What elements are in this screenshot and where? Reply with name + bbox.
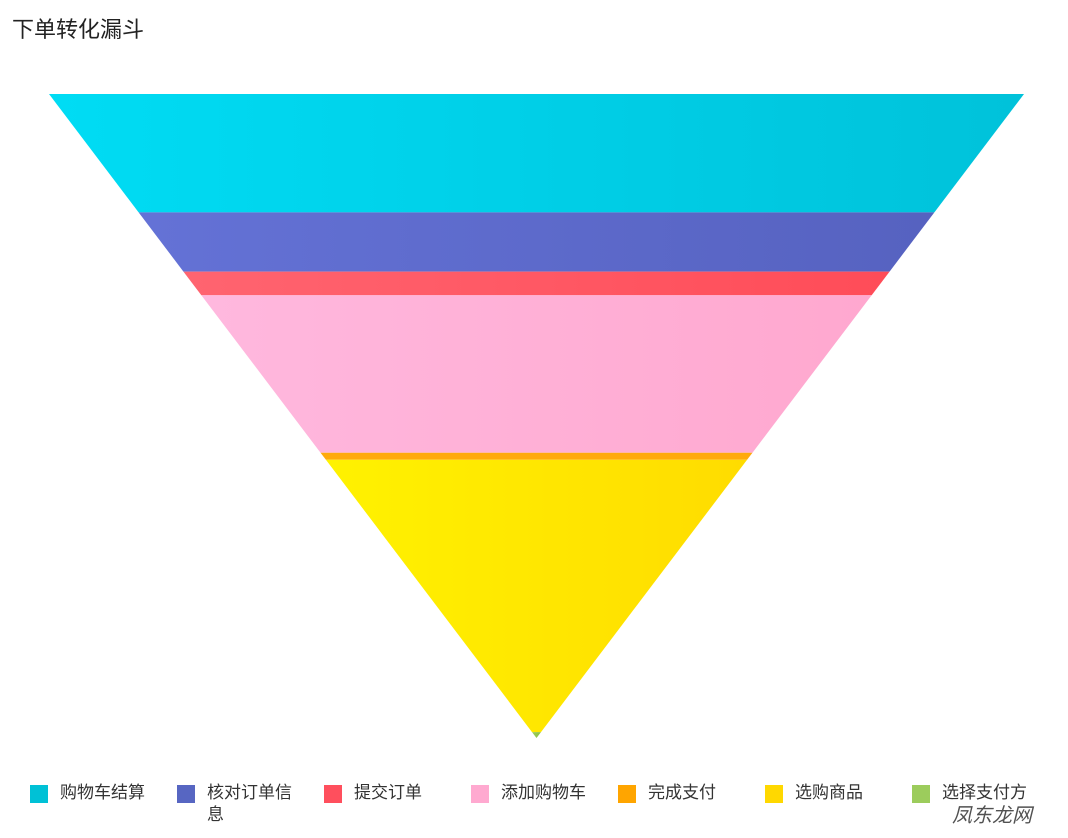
funnel-stage-4[interactable] <box>320 452 753 460</box>
funnel-stage-3[interactable] <box>201 295 872 453</box>
legend-swatch <box>177 785 195 803</box>
funnel-stage-5[interactable] <box>325 459 748 733</box>
legend-swatch <box>30 785 48 803</box>
legend-label: 核对订单信息 <box>207 783 292 825</box>
watermark: 凤东龙网 <box>952 803 1032 827</box>
legend-label: 完成支付 <box>648 783 716 803</box>
funnel-stage-6[interactable] <box>532 732 541 738</box>
legend-swatch <box>618 785 636 803</box>
legend-label: 选购商品 <box>795 783 863 803</box>
legend-swatch <box>324 785 342 803</box>
legend-swatch <box>765 785 783 803</box>
legend-swatch <box>471 785 489 803</box>
legend-label: 购物车结算 <box>60 783 145 803</box>
legend-swatch <box>912 785 930 803</box>
legend-label: 添加购物车 <box>501 783 586 803</box>
funnel-chart <box>49 94 1024 738</box>
chart-title: 下单转化漏斗 <box>12 18 145 43</box>
chart-legend: 购物车结算 核对订单信息 提交订单 添加购物车 完成支付 选购商品 选择支付方 <box>0 780 1068 838</box>
legend-label: 提交订单 <box>354 783 422 803</box>
funnel-stage-1[interactable] <box>138 212 935 272</box>
funnel-stage-2[interactable] <box>183 271 890 296</box>
funnel-stage-0[interactable] <box>49 94 1024 213</box>
legend-label: 选择支付方 <box>942 783 1027 803</box>
